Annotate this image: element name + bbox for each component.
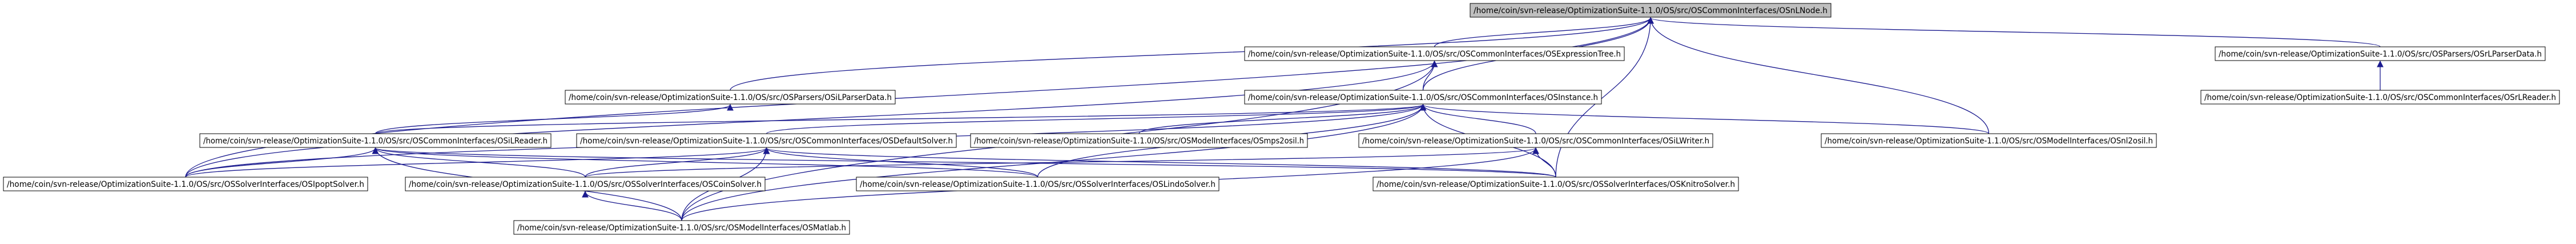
edge-lindosolver-to-osilreader [372, 147, 1039, 178]
node-osrlparserdata[interactable]: /home/coin/svn-release/OptimizationSuite… [2215, 46, 2546, 61]
node-label[interactable]: /home/coin/svn-release/OptimizationSuite… [517, 223, 846, 233]
node-box[interactable] [1244, 90, 1602, 105]
node-box[interactable] [1372, 177, 1739, 191]
node-label[interactable]: /home/coin/svn-release/OptimizationSuite… [203, 137, 548, 146]
node-label[interactable]: /home/coin/svn-release/OptimizationSuite… [2219, 50, 2542, 59]
node-osrlreader[interactable]: /home/coin/svn-release/OptimizationSuite… [2200, 90, 2560, 105]
edge-osilreader-to-osinstance [375, 103, 1426, 134]
node-defaultsolver[interactable]: /home/coin/svn-release/OptimizationSuite… [576, 133, 957, 148]
node-label[interactable]: /home/coin/svn-release/OptimizationSuite… [580, 137, 953, 146]
node-coinsolver[interactable]: /home/coin/svn-release/OptimizationSuite… [405, 177, 766, 191]
node-knitrosolver[interactable]: /home/coin/svn-release/OptimizationSuite… [1372, 177, 1739, 191]
node-box[interactable] [1358, 133, 1713, 148]
node-osilnode[interactable]: /home/coin/svn-release/OptimizationSuite… [1470, 3, 1832, 18]
node-osmatlab[interactable]: /home/coin/svn-release/OptimizationSuite… [513, 220, 850, 235]
edge-knitrosolver-to-osilnode [1555, 17, 1654, 178]
node-label[interactable]: /home/coin/svn-release/OptimizationSuite… [1248, 50, 1621, 59]
node-layer: /home/coin/svn-release/OptimizationSuite… [3, 3, 2560, 235]
edge-osmps2osil-to-osinstance [1138, 103, 1427, 134]
node-box[interactable] [1244, 46, 1625, 61]
node-box[interactable] [199, 133, 552, 148]
edge-osmatlab-to-coinsolver [582, 190, 682, 221]
edge-ipoptsolver-to-osilreader [185, 147, 379, 178]
node-osnl2osil[interactable]: /home/coin/svn-release/OptimizationSuite… [1821, 133, 2157, 148]
node-label[interactable]: /home/coin/svn-release/OptimizationSuite… [1825, 137, 2153, 146]
node-box[interactable] [565, 90, 896, 105]
edge-expressiontree-to-osilnode [1434, 17, 1654, 47]
node-label[interactable]: /home/coin/svn-release/OptimizationSuite… [974, 137, 1304, 146]
node-lindosolver[interactable]: /home/coin/svn-release/OptimizationSuite… [856, 177, 1219, 191]
edge-osnl2osil-to-osilnode [1647, 17, 1990, 134]
node-box[interactable] [405, 177, 766, 191]
edge-lindosolver-to-defaultsolver [763, 147, 1039, 178]
edge-knitrosolver-to-osilreader [372, 147, 1556, 178]
edge-coinsolver-to-osilwriter [585, 147, 1539, 178]
node-label[interactable]: /home/coin/svn-release/OptimizationSuite… [1248, 93, 1598, 102]
node-label[interactable]: /home/coin/svn-release/OptimizationSuite… [1362, 137, 1709, 146]
node-box[interactable] [970, 133, 1308, 148]
node-box[interactable] [513, 220, 850, 235]
node-osinstance[interactable]: /home/coin/svn-release/OptimizationSuite… [1244, 90, 1602, 105]
node-box[interactable] [2200, 90, 2560, 105]
edge-coinsolver-to-defaultsolver [585, 147, 770, 178]
node-box[interactable] [856, 177, 1219, 191]
node-osilparserdata[interactable]: /home/coin/svn-release/OptimizationSuite… [565, 90, 896, 105]
edge-knitrosolver-to-defaultsolver [763, 147, 1556, 178]
node-box[interactable] [1821, 133, 2157, 148]
node-label[interactable]: /home/coin/svn-release/OptimizationSuite… [569, 93, 892, 102]
node-label[interactable]: /home/coin/svn-release/OptimizationSuite… [1376, 180, 1735, 189]
edge-osrlparserdata-to-osilnode [1647, 17, 2381, 47]
edge-osnl2osil-to-osinstance [1420, 103, 1990, 134]
node-box[interactable] [1470, 3, 1832, 18]
edge-osilwriter-to-osinstance [1419, 103, 1536, 134]
node-ipoptsolver[interactable]: /home/coin/svn-release/OptimizationSuite… [3, 177, 368, 191]
node-osmps2osil[interactable]: /home/coin/svn-release/OptimizationSuite… [970, 133, 1308, 148]
edge-osilreader-to-osilparserdata [375, 103, 734, 134]
node-label[interactable]: /home/coin/svn-release/OptimizationSuite… [7, 180, 364, 189]
edge-knitrosolver-to-osilwriter [1532, 147, 1556, 178]
node-box[interactable] [3, 177, 368, 191]
edge-defaultsolver-to-osinstance [766, 103, 1426, 134]
edge-osilparserdata-to-osilnode [730, 17, 1654, 91]
node-osilwriter[interactable]: /home/coin/svn-release/OptimizationSuite… [1358, 133, 1713, 148]
node-label[interactable]: /home/coin/svn-release/OptimizationSuite… [2204, 93, 2556, 102]
node-expressiontree[interactable]: /home/coin/svn-release/OptimizationSuite… [1244, 46, 1625, 61]
node-box[interactable] [2215, 46, 2546, 61]
node-label[interactable]: /home/coin/svn-release/OptimizationSuite… [1474, 6, 1828, 15]
node-osilreader[interactable]: /home/coin/svn-release/OptimizationSuite… [199, 133, 552, 148]
node-box[interactable] [576, 133, 957, 148]
node-label[interactable]: /home/coin/svn-release/OptimizationSuite… [409, 180, 762, 189]
edge-ipoptsolver-to-expressiontree [185, 60, 1438, 178]
node-label[interactable]: /home/coin/svn-release/OptimizationSuite… [860, 180, 1215, 189]
edge-ipoptsolver-to-defaultsolver [185, 147, 770, 178]
